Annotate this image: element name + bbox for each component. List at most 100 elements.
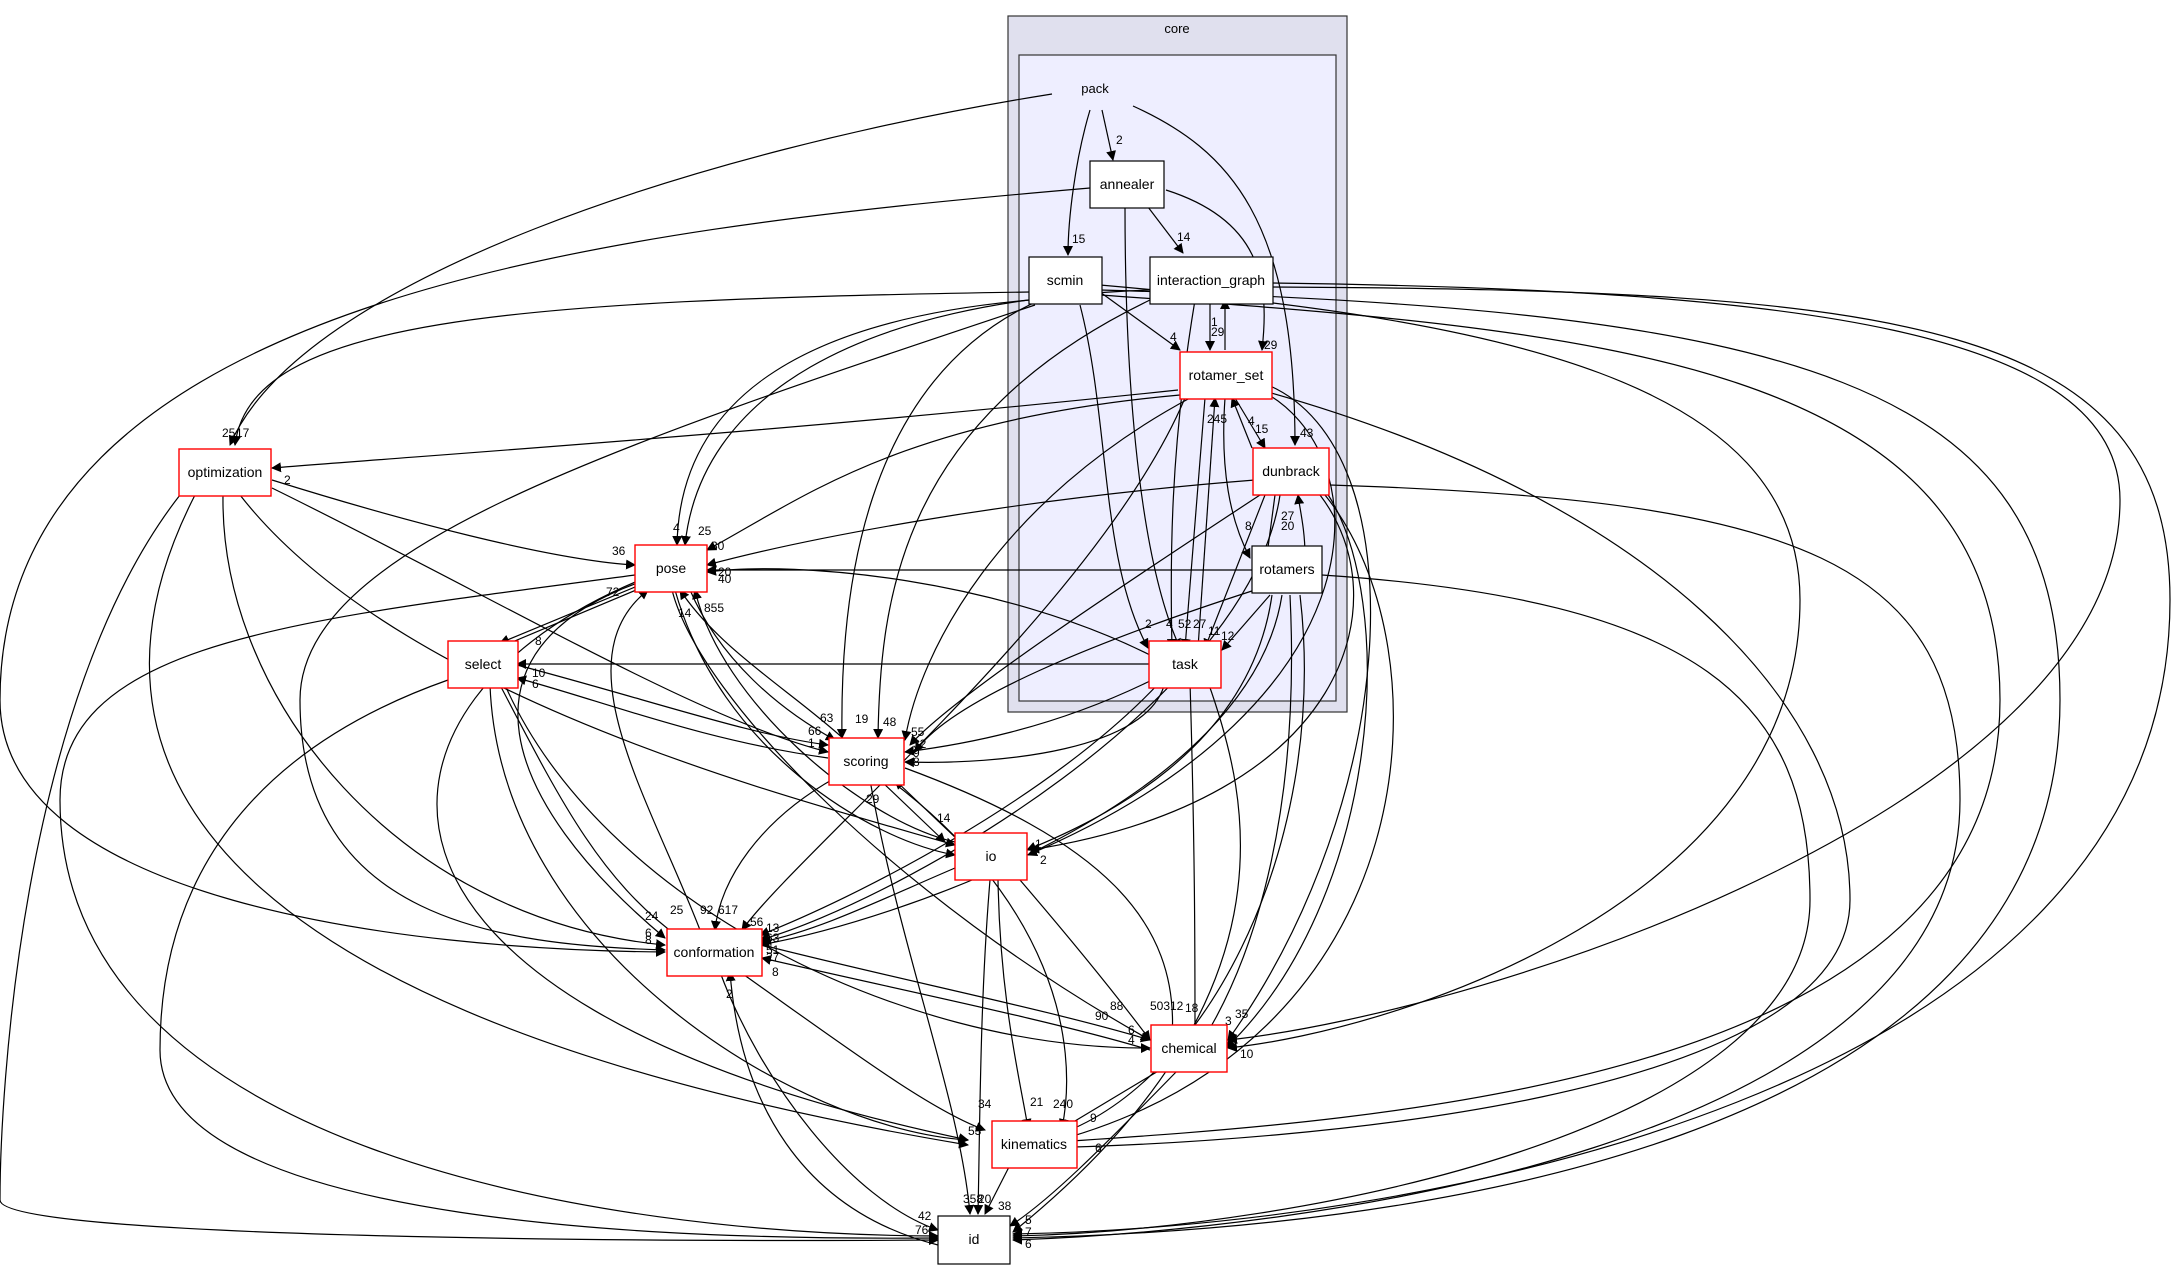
node-id-label: id (969, 1231, 980, 1247)
edge-label: 72 (606, 585, 620, 599)
node-id[interactable]: id (937, 1215, 1011, 1265)
edge-label: 38 (998, 1199, 1012, 1213)
edge-rotamers-io (1026, 594, 1273, 852)
edge-scmin-task (1079, 304, 1149, 649)
edge-label: 25 (698, 524, 712, 538)
node-scoring-box (828, 737, 905, 786)
node-rotamers[interactable]: rotamers (1251, 545, 1323, 594)
edge-io-conformation (761, 867, 956, 946)
edge-rotamers-id (1012, 574, 1811, 1241)
edge-pose-conformation (517, 581, 666, 939)
edge-rotamers-conformation (759, 594, 1283, 949)
edge-label: 66 (808, 724, 822, 738)
node-optimization[interactable]: optimization (178, 448, 272, 497)
node-kinematics[interactable]: kinematics (991, 1120, 1078, 1169)
edge-label: 6 (1095, 1141, 1102, 1155)
edge-label: 6 (1128, 1023, 1135, 1037)
node-rotamer-set[interactable]: rotamer_set (1179, 351, 1273, 400)
node-pose[interactable]: pose (634, 544, 708, 593)
node-scmin-box (1028, 256, 1103, 305)
edge-label: 13 (766, 921, 780, 935)
edge-scmin-kinematics (1039, 294, 2001, 1148)
edge-label: 90 (1095, 1009, 1109, 1023)
node-chemical[interactable]: chemical (1150, 1024, 1228, 1073)
node-scoring[interactable]: scoring (828, 737, 905, 786)
node-io[interactable]: io (954, 832, 1028, 881)
edge-label: 25 (670, 903, 684, 917)
edge-label: 7 (1025, 1225, 1032, 1239)
edge-io-pose (692, 589, 956, 843)
node-select-box (447, 640, 519, 689)
edge-label: 92 (700, 903, 714, 917)
node-io-label: io (986, 848, 997, 864)
edge-label: 4 (1248, 414, 1255, 428)
edge-label: 6 (645, 926, 652, 940)
edge-select-id (159, 679, 939, 1244)
edge-id-conformation (725, 971, 939, 1246)
node-optimization-label: optimization (188, 464, 263, 480)
edge-chemical-conformation (761, 955, 1151, 1051)
edge-label: 21 (1030, 1095, 1044, 1109)
edge-label: 34 (978, 1097, 992, 1111)
edge-label: 1 (1211, 315, 1218, 329)
node-annealer[interactable]: annealer (1089, 160, 1165, 209)
edge-label: 10 (1240, 1047, 1254, 1061)
edge-select-pose (509, 583, 649, 644)
edge-label: 14 (937, 811, 951, 825)
node-conformation[interactable]: conformation (666, 928, 763, 977)
edge-chemical-kinematics (1059, 1069, 1161, 1131)
edge-rotamer-set-scoring (901, 397, 1191, 741)
node-rotamer-set-box (1179, 351, 1273, 400)
node-pose-box (634, 544, 708, 593)
node-pack[interactable]: pack (1080, 80, 1111, 96)
edge-rotamer-set-chemical (1227, 384, 1372, 1041)
node-io-box (954, 832, 1028, 881)
edge-optimization-id (0, 494, 939, 1246)
edge-label: 8 (535, 634, 542, 648)
edge-rotamer-set-task (1180, 397, 1206, 649)
node-select[interactable]: select (447, 640, 519, 689)
edge-label: 2 (284, 473, 291, 487)
edge-task-scoring (904, 679, 1153, 756)
edge-label: 29 (1264, 338, 1278, 352)
edge-label: 4 (1166, 617, 1173, 631)
node-task-box (1148, 640, 1222, 689)
edge-label: 1 (808, 736, 815, 750)
edge-pose-id (59, 574, 939, 1241)
node-scmin[interactable]: scmin (1028, 256, 1103, 305)
edge-label: 14 (678, 606, 692, 620)
edge-label: 2 (1145, 617, 1152, 631)
edge-pose-select (499, 584, 641, 645)
edge-label: 10 (532, 666, 546, 680)
edge-task-pose (706, 565, 1151, 656)
edge-dunbrack-rotamer-set (1230, 397, 1253, 449)
edge-label: 5 (1025, 1213, 1032, 1227)
edge-label: 240 (1053, 1097, 1073, 1111)
cluster-pack[interactable]: pack (1018, 54, 1337, 702)
edge-scoring-kinematics (889, 779, 1069, 1129)
node-dunbrack[interactable]: dunbrack (1252, 447, 1330, 496)
edge-dunbrack-scoring (909, 494, 1261, 746)
edge-label: 12 (1170, 999, 1184, 1013)
node-rotamers-box (1251, 545, 1323, 594)
edge-label: 43 (1300, 426, 1314, 440)
edge-label: 30 (711, 539, 725, 553)
edge-label: 63 (820, 711, 834, 725)
edge-rotamer-set-conformation (741, 397, 1186, 931)
edge-label: 88 (1110, 999, 1124, 1013)
edge-label: 76 (915, 1223, 929, 1237)
edge-rotamer-set-dunbrack (1234, 397, 1266, 449)
node-task-label: task (1172, 656, 1199, 672)
node-task[interactable]: task (1148, 640, 1222, 689)
edge-label: 63 (766, 931, 780, 945)
edge-rotamers-kinematics (1039, 594, 1305, 1143)
node-interaction-graph[interactable]: interaction_graph (1149, 256, 1274, 305)
edge-ig-scoring (873, 299, 1151, 739)
edge-rotamers-task (1221, 594, 1271, 651)
edge-label: 27 (1193, 617, 1207, 631)
edge-label: 4 (1170, 330, 1177, 344)
edge-scmin-scoring (836, 299, 1041, 739)
node-rotamer-set-label: rotamer_set (1189, 367, 1264, 383)
edge-label: 53 (968, 1124, 982, 1138)
edge-pose-kinematics (436, 579, 969, 1144)
